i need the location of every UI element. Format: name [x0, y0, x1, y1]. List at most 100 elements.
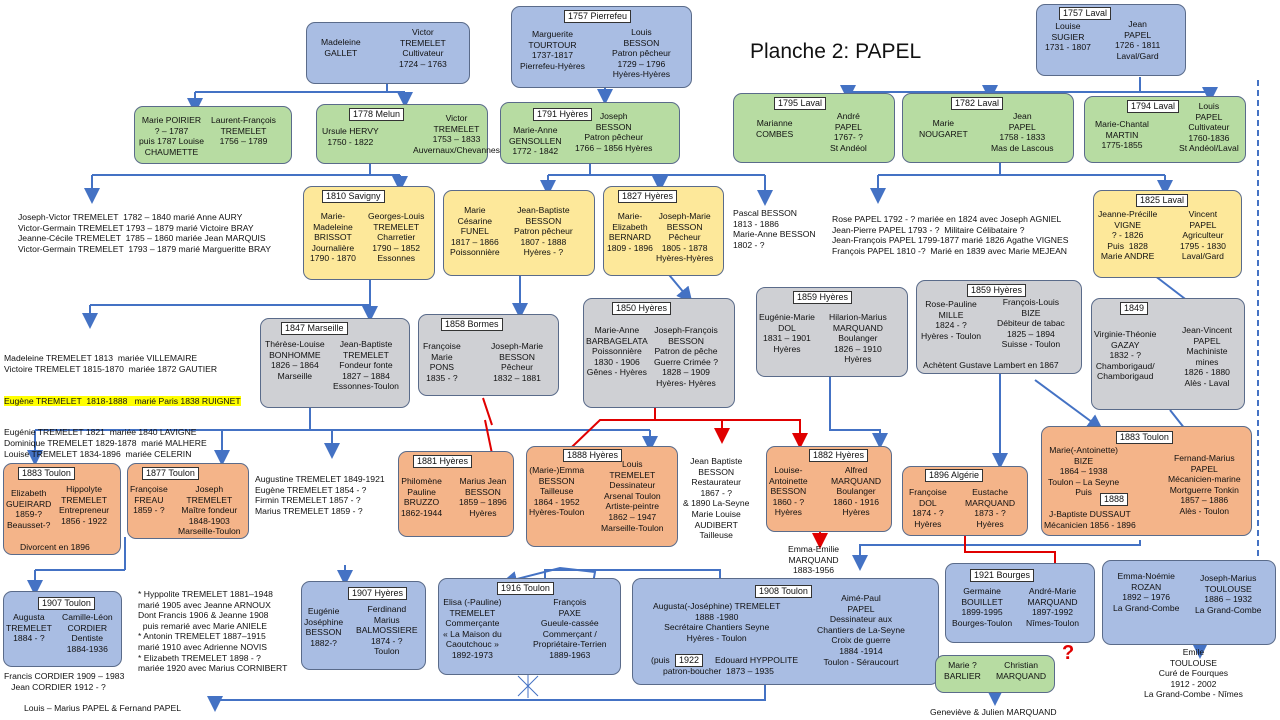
- wife: Marie-Anne BARBAGELATA Poissonnière 1830…: [586, 325, 648, 378]
- couple-tremelet-paxe: 1916 Toulon Elisa (-Pauline) TREMELET Co…: [438, 578, 621, 675]
- unknown-marker: ?: [1062, 642, 1075, 664]
- marriage-tag: 1794 Laval: [1127, 100, 1180, 113]
- marriage-tag: 1916 Toulon: [497, 582, 554, 595]
- wife: Germaine BOUILLET 1899-1995 Bourges-Toul…: [952, 586, 1013, 628]
- husband: François PAXE Gueule-cassée Commerçant /…: [533, 597, 607, 660]
- wife: Françoise DOL 1874 - ? Hyères: [909, 487, 947, 529]
- couple-besson-tremelet: 1888 Hyères (Marie-)Emma BESSON Tailleus…: [526, 446, 678, 547]
- wife: Elizabeth GUEIRARD 1859-? Beausset-?: [6, 488, 52, 530]
- wife: Jeanne-Précille VIGNE ? - 1826 Puis 1828…: [1098, 209, 1158, 262]
- husband: Joseph-Marie BESSON Pêcheur 1805 - 1878 …: [656, 211, 714, 264]
- couple-barlier-marquand: Marie ? BARLIER Christian MARQUAND: [935, 655, 1055, 693]
- wife: Thérèse-Louise BONHOMME 1826 – 1864 Mars…: [265, 339, 325, 381]
- couple-dol-marquand: 1859 Hyères Eugénie-Marie DOL 1831 – 190…: [756, 287, 908, 377]
- marriage-tag: 1850 Hyères: [612, 302, 672, 315]
- wife: Virginie-Théonie GAZAY 1832 - ? Chambori…: [1094, 329, 1157, 382]
- husband: Louis PAPEL Cultivateur 1760-1836 St And…: [1179, 101, 1239, 154]
- wife: Eugénie-Marie DOL 1831 – 1901 Hyères: [759, 312, 815, 354]
- cordier-children: Francis CORDIER 1909 – 1983 Jean CORDIER…: [4, 671, 125, 692]
- couple-besson-marquand: 1882 Hyères Louise- Antoinette BESSON 18…: [766, 446, 892, 532]
- couple-bernard-besson: 1827 Hyères Marie- Elizabeth BERNARD 180…: [603, 186, 724, 276]
- papel-siblings-list: Rose PAPEL 1792 - ? mariée en 1824 avec …: [832, 214, 1069, 256]
- husband: Louis TREMELET Dessinateur Arsenal Toulo…: [601, 459, 664, 533]
- husband: Ferdinand Marius BALMOSSIERE 1874 - ? To…: [356, 604, 418, 657]
- couple-rozan-toulouse: Emma-Noémie ROZAN 1892 – 1976 La Grand-C…: [1102, 560, 1276, 645]
- husband: Jean PAPEL 1726 - 1811 Laval/Gard: [1115, 19, 1161, 61]
- husband: Christian MARQUAND: [996, 660, 1047, 681]
- marriage-tag: 1883 Toulon: [18, 467, 75, 480]
- couple-tremelet-papel: 1908 Toulon Augusta(-Joséphine) TREMELET…: [632, 578, 939, 685]
- couple-pons-besson: 1858 Bormes Françoise Marie PONS 1835 - …: [418, 314, 559, 396]
- note: Divorcent en 1896: [20, 542, 90, 552]
- couple-bize-papel: 1883 Toulon Marie(-Antoinette) BIZE 1864…: [1041, 426, 1252, 536]
- siblings-part-b: Eugénie TREMELET 1821 mariée 1840 LAVIGN…: [4, 427, 207, 459]
- couple-barbagelata-besson: 1850 Hyères Marie-Anne BARBAGELATA Poiss…: [583, 298, 735, 408]
- couple-tourtour-besson: 1757 Pierrefeu Marguerite TOURTOUR 1737-…: [511, 6, 692, 88]
- marriage-tag: 1757 Laval: [1059, 7, 1112, 20]
- couple-bruzzo-besson: 1881 Hyères Philomène Pauline BRUZZO 186…: [398, 451, 514, 537]
- tremelet-siblings-list-3: Augustine TREMELET 1849-1921 Eugène TREM…: [255, 474, 385, 516]
- couple-hervy-tremelet: 1778 Melun Ursule HERVY 1750 - 1822 Vict…: [316, 104, 500, 164]
- couple-nougaret-papel: 1782 Laval Marie NOUGARET Jean PAPEL 175…: [902, 93, 1074, 163]
- note: Achètent Gustave Lambert en 1867: [923, 360, 1059, 370]
- wife: Augusta(-Joséphine) TREMELET 1888 -1980 …: [653, 601, 781, 643]
- wife: Marie(-Antoinette) BIZE 1864 – 1938 Toul…: [1048, 445, 1120, 498]
- marriage-tag: 1847 Marseille: [281, 322, 348, 335]
- husband: Joseph-François BESSON Patron de pêche G…: [654, 325, 718, 388]
- couple-gallet-tremelet: Madeleine GALLET Victor TREMELET Cultiva…: [306, 22, 470, 84]
- wife: Marie- Elizabeth BERNARD 1809 - 1896: [607, 211, 653, 253]
- marriage-tag: 1825 Laval: [1136, 194, 1189, 207]
- husband: Jean-Vincent PAPEL Machiniste mines 1826…: [1182, 325, 1233, 388]
- husband: Georges-Louis TREMELET Charretier 1790 –…: [368, 211, 425, 264]
- marriage-tag: 1882 Hyères: [809, 449, 869, 462]
- marriage-tag: 1896 Algérie: [925, 469, 984, 482]
- marriage-tag: 1859 Hyères: [793, 291, 853, 304]
- marriage-tag: 1849: [1120, 302, 1149, 315]
- couple-bouillet-marquand: 1921 Bourges Germaine BOUILLET 1899-1995…: [945, 563, 1095, 643]
- couple-martin-papel: 1794 Laval Marie-Chantal MARTIN 1775-185…: [1084, 96, 1246, 163]
- wife: Louise- Antoinette BESSON 1860 - ? Hyère…: [769, 465, 808, 518]
- marriage-tag: 1858 Bormes: [441, 318, 503, 331]
- wife: Augusta TREMELET 1884 - ?: [6, 612, 52, 644]
- wife: Marianne COMBES: [756, 118, 794, 139]
- husband: Louis BESSON Patron pêcheur 1729 – 1796 …: [612, 27, 671, 80]
- remarriage-tag: 1922: [675, 654, 704, 667]
- remarriage-prefix: (puis: [651, 655, 670, 665]
- tremelet-notes: * Hyppolite TREMELET 1881–1948 marié 190…: [138, 589, 288, 674]
- page-title: Planche 2: PAPEL: [750, 40, 922, 63]
- marriage-tag: 1907 Toulon: [38, 597, 95, 610]
- husband: Camille-Léon CORDIER Dentiste 1884-1936: [62, 612, 113, 654]
- husband: Eustache MARQUAND 1873 - ? Hyères: [965, 487, 1016, 529]
- husband: Jean-Baptiste TREMELET Fondeur fonte 182…: [333, 339, 399, 392]
- husband: Victor TREMELET Cultivateur 1724 – 1763: [399, 27, 447, 69]
- husband: André PAPEL 1767- ? St Andéol: [830, 111, 867, 153]
- second-husband: Edouard HYPPOLITE: [715, 655, 799, 665]
- wife: Elisa (-Pauline) TREMELET Commerçante « …: [443, 597, 502, 660]
- couple-gueirard-tremelet: 1883 Toulon Elizabeth GUEIRARD 1859-? Be…: [3, 463, 121, 555]
- wife: Françoise FREAU 1859 - ?: [130, 484, 168, 516]
- siblings-part-a: Madeleine TREMELET 1813 mariée VILLEMAIR…: [4, 353, 218, 374]
- husband: Hippolyte TREMELET Entrepreneur 1856 - 1…: [59, 484, 110, 526]
- couple-poirier-tremelet: Marie POIRIER ? – 1787 puis 1787 Louise …: [134, 106, 292, 164]
- husband: Laurent-François TREMELET 1756 – 1789: [211, 115, 276, 147]
- wife: Madeleine GALLET: [321, 37, 361, 58]
- wife: Louise SUGIER 1731 - 1807: [1045, 21, 1091, 53]
- husband: Hilarion-Marius MARQUAND Boulanger 1826 …: [829, 312, 887, 365]
- couple-tremelet-cordier: 1907 Toulon Augusta TREMELET 1884 - ? Ca…: [3, 591, 122, 667]
- couple-bonhomme-tremelet: 1847 Marseille Thérèse-Louise BONHOMME 1…: [260, 318, 410, 408]
- wife: Eugénie Joséphine BESSON 1882-?: [304, 606, 344, 648]
- husband: Joseph BESSON Patron pêcheur 1766 – 1856…: [575, 111, 653, 153]
- husband: Jean-Baptiste BESSON Patron pêcheur 1807…: [514, 205, 573, 258]
- tremelet-siblings-list-2: Madeleine TREMELET 1813 mariée VILLEMAIR…: [4, 332, 241, 470]
- husband: Joseph-Marius TOULOUSE 1886 – 1932 La Gr…: [1195, 573, 1262, 615]
- wife: Marie ? BARLIER: [944, 660, 981, 681]
- marquand-emma-note: Emma-Emilie MARQUAND 1883-1956: [788, 544, 840, 576]
- marriage-tag: 1810 Savigny: [322, 190, 385, 203]
- marriage-tag: 1782 Laval: [951, 97, 1004, 110]
- husband: Fernand-Marius PAPEL Mécanicien-marine M…: [1168, 453, 1241, 516]
- husband: Jean PAPEL 1758 - 1833 Mas de Lascous: [991, 111, 1054, 153]
- tremelet-siblings-list: Joseph-Victor TREMELET 1782 – 1840 marié…: [18, 212, 271, 254]
- marriage-tag: 1883 Toulon: [1116, 431, 1173, 444]
- second-husband-details: patron-boucher 1873 – 1935: [663, 666, 774, 676]
